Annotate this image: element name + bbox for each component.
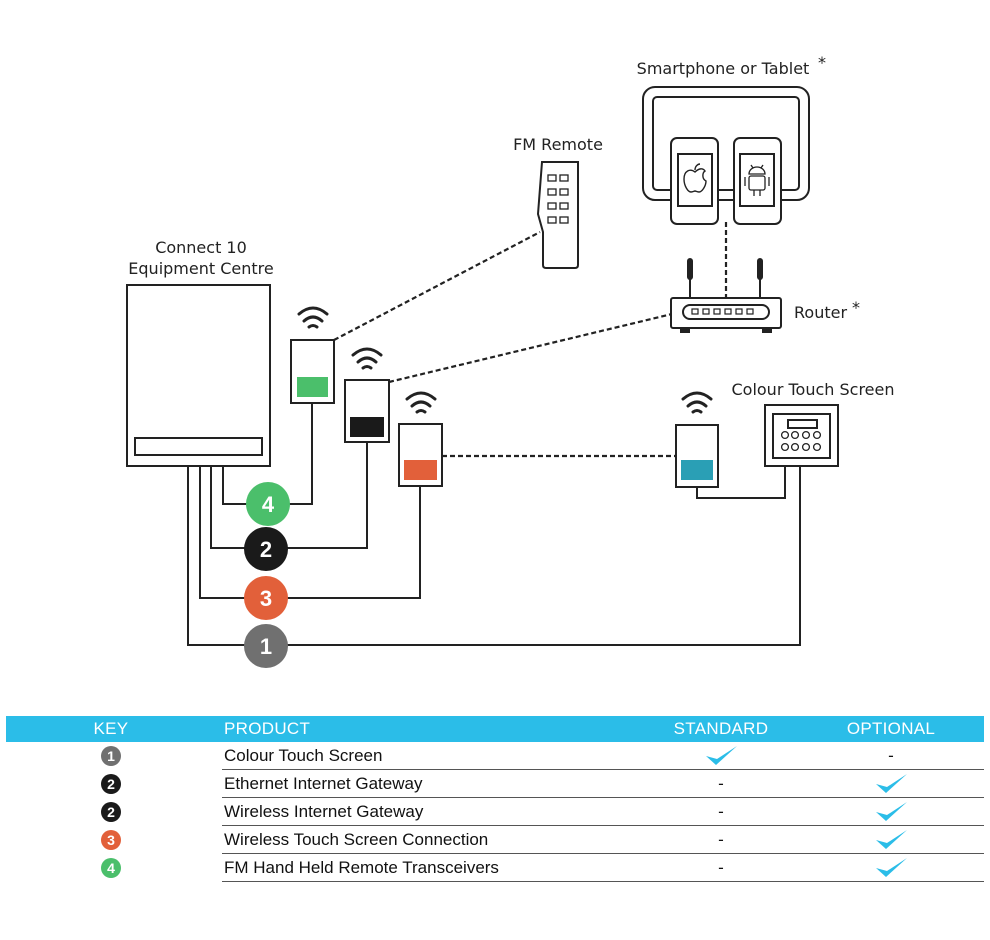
router: Router * bbox=[670, 258, 860, 333]
check-icon bbox=[706, 746, 737, 765]
key-table: KEY PRODUCT STANDARD OPTIONAL 1 Colour To… bbox=[6, 716, 984, 882]
check-icon bbox=[876, 858, 907, 877]
network-diagram: Connect 10 Equipment Centre Colour Touch… bbox=[126, 53, 895, 668]
connect-10-equipment-centre: Connect 10 Equipment Centre bbox=[126, 238, 274, 467]
orange-indicator bbox=[404, 460, 437, 480]
check-icon bbox=[876, 774, 907, 793]
wifi-icon bbox=[297, 306, 329, 329]
standard-value: - bbox=[718, 830, 724, 849]
standard-dash: - bbox=[636, 802, 806, 822]
fm-remote: FM Remote bbox=[513, 135, 603, 269]
product-name: Wireless Touch Screen Connection bbox=[224, 830, 489, 849]
svg-text:2: 2 bbox=[260, 537, 272, 562]
row-divider bbox=[222, 881, 984, 882]
android-icon bbox=[744, 164, 770, 196]
product-name: FM Hand Held Remote Transceivers bbox=[224, 858, 499, 877]
apple-icon bbox=[683, 163, 707, 193]
key-badge: 3 bbox=[101, 830, 121, 850]
table-row: 1 Colour Touch Screen - bbox=[6, 742, 984, 770]
optional-check bbox=[806, 828, 976, 852]
key-badge: 2 bbox=[101, 774, 121, 794]
header-product: PRODUCT bbox=[224, 719, 311, 738]
optional-check bbox=[806, 772, 976, 796]
table-row: 2 Ethernet Internet Gateway - bbox=[6, 770, 984, 798]
product-name: Colour Touch Screen bbox=[224, 746, 383, 765]
wifi-icon bbox=[405, 391, 437, 414]
smartphone-asterisk: * bbox=[818, 53, 826, 72]
svg-text:1: 1 bbox=[260, 634, 272, 659]
wiring bbox=[187, 404, 801, 646]
row-divider bbox=[222, 853, 984, 854]
wifi-icon bbox=[681, 391, 713, 414]
table-row: 2 Wireless Internet Gateway - bbox=[6, 798, 984, 826]
standard-check bbox=[636, 744, 806, 768]
wifi-icon bbox=[351, 347, 383, 370]
smartphone-or-tablet: Smartphone or Tablet * bbox=[637, 53, 826, 225]
standard-value: - bbox=[718, 802, 724, 821]
fm-remote-label: FM Remote bbox=[513, 135, 603, 154]
router-label: Router bbox=[794, 303, 847, 322]
product-name: Ethernet Internet Gateway bbox=[224, 774, 423, 793]
badge-1: 1 bbox=[244, 624, 288, 668]
key-badge: 4 bbox=[101, 858, 121, 878]
router-asterisk: * bbox=[852, 298, 860, 317]
row-divider bbox=[222, 797, 984, 798]
header-key: KEY bbox=[93, 719, 129, 738]
table-row: 3 Wireless Touch Screen Connection - bbox=[6, 826, 984, 854]
green-indicator bbox=[297, 377, 328, 397]
standard-value: - bbox=[718, 858, 724, 877]
standard-dash: - bbox=[636, 858, 806, 878]
optional-value: - bbox=[888, 746, 894, 765]
equipment-centre-label-1: Connect 10 bbox=[155, 238, 247, 257]
badge-3: 3 bbox=[244, 576, 288, 620]
check-icon bbox=[876, 802, 907, 821]
standard-value: - bbox=[718, 774, 724, 793]
row-divider bbox=[222, 769, 984, 770]
svg-text:3: 3 bbox=[260, 586, 272, 611]
key-table-header: KEY PRODUCT STANDARD OPTIONAL bbox=[6, 716, 984, 742]
svg-text:4: 4 bbox=[262, 492, 275, 517]
colour-touch-screen: Colour Touch Screen bbox=[731, 380, 895, 467]
wireless-links bbox=[333, 222, 728, 458]
antenna-icon bbox=[687, 258, 763, 298]
standard-dash: - bbox=[636, 830, 806, 850]
green-transceiver bbox=[290, 306, 335, 404]
check-icon bbox=[876, 830, 907, 849]
product-name: Wireless Internet Gateway bbox=[224, 802, 424, 821]
badge-4: 4 bbox=[246, 482, 290, 526]
key-badge: 2 bbox=[101, 802, 121, 822]
badge-2: 2 bbox=[244, 527, 288, 571]
optional-dash: - bbox=[806, 746, 976, 766]
header-standard: STANDARD bbox=[673, 719, 769, 738]
orange-transceiver bbox=[398, 391, 443, 487]
optional-check bbox=[806, 856, 976, 880]
key-badge: 1 bbox=[101, 746, 121, 766]
black-indicator bbox=[350, 417, 384, 437]
standard-dash: - bbox=[636, 774, 806, 794]
colour-touch-screen-label: Colour Touch Screen bbox=[731, 380, 894, 399]
teal-transceiver bbox=[675, 391, 719, 488]
row-divider bbox=[222, 825, 984, 826]
equipment-centre-label-2: Equipment Centre bbox=[128, 259, 273, 278]
black-transceiver bbox=[344, 347, 390, 443]
smartphone-label: Smartphone or Tablet bbox=[637, 59, 810, 78]
optional-check bbox=[806, 800, 976, 824]
table-row: 4 FM Hand Held Remote Transceivers - bbox=[6, 854, 984, 882]
header-optional: OPTIONAL bbox=[846, 719, 936, 738]
teal-indicator bbox=[681, 460, 713, 480]
